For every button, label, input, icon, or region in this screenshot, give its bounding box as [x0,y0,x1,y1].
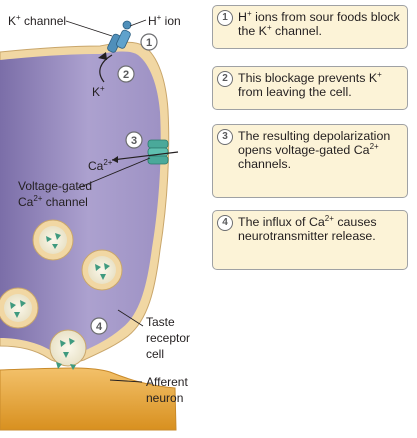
svg-text:4: 4 [96,321,103,333]
step-marker-3: 3 [125,131,143,149]
step-text: causes neurotransmitter release. [238,215,377,243]
afferent-label-1: Afferent [146,375,188,389]
svg-text:1: 1 [146,37,152,49]
ca-channel-icon [147,139,169,165]
step-sup: + [266,23,272,32]
afferent-label-2: neuron [146,391,183,405]
step-box-3: 3 The resulting depolarization opens vol… [212,124,408,198]
step-sup: 2+ [324,214,334,223]
step-text: channel. [271,24,322,38]
h-ion-label: H+ ion [148,13,181,28]
k-channel-label: K+ channel [8,13,66,28]
step-marker-2: 2 [117,65,135,83]
step-text: ions from sour foods block the K [238,10,400,38]
taste-label-1: Taste [146,315,175,329]
voltage-gated-label-line2: Ca2+ channel [18,194,88,209]
vesicle [81,249,123,291]
k-ion-label: K+ [92,84,105,99]
step-number-3: 3 [217,129,233,145]
step-box-2: 2 This blockage prevents K+ from leaving… [212,66,408,110]
afferent-neuron [0,367,177,431]
step-sup: 2+ [369,142,379,151]
step-text: The influx of Ca [238,215,325,229]
step-marker-1: 1 [140,33,158,51]
taste-label-2: receptor [146,331,190,345]
step-text: This blockage prevents K [238,71,378,85]
k-channel-icon [107,20,132,53]
step-marker-4: 4 [90,317,108,335]
step-box-4: 4 The influx of Ca2+ causes neurotransmi… [212,210,408,270]
step-sup: + [246,9,252,18]
step-number-2: 2 [217,71,233,87]
vesicle [0,287,39,329]
step-text: The resulting depolarization opens volta… [238,129,391,157]
step-number-1: 1 [217,10,233,26]
step-sup: + [377,70,382,79]
step-number-4: 4 [217,215,233,231]
taste-label-3: cell [146,347,164,361]
ca-ion-label: Ca2+ [88,158,113,173]
vesicle [32,219,74,261]
fusing-vesicle [49,329,87,370]
step-box-1: 1 H+ ions from sour foods block the K+ c… [212,5,408,49]
svg-text:2: 2 [123,69,129,81]
step-text: channels. [238,157,292,171]
svg-text:3: 3 [131,135,137,147]
step-text: from leaving the cell. [238,85,352,99]
step-text: H [238,10,247,24]
voltage-gated-label-line1: Voltage-gated [18,179,92,193]
